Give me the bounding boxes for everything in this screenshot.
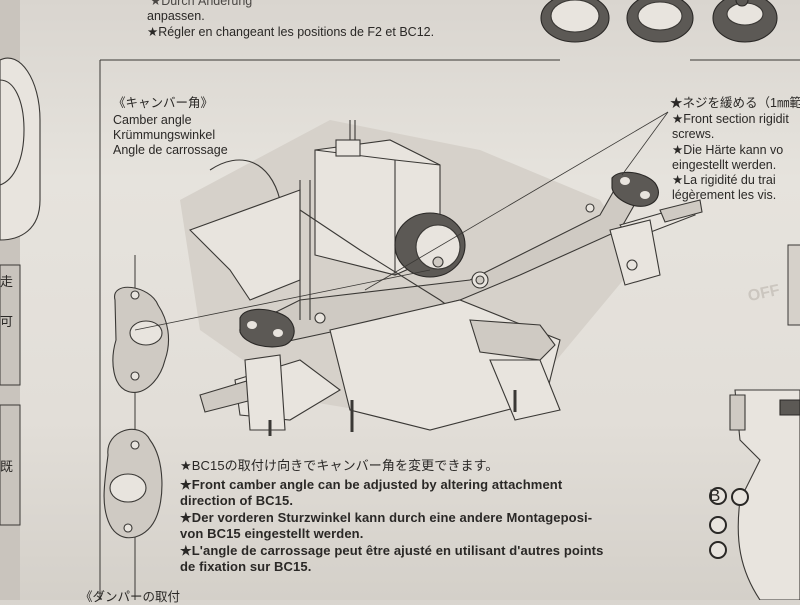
- bracket-part-bc: [709, 389, 800, 600]
- left-edge-jp-1: 走: [0, 274, 14, 289]
- caption-fr-2: de fixation sur BC15.: [180, 559, 312, 574]
- caption-de-1: ★Der vorderen Sturzwinkel kann durch ein…: [180, 510, 593, 525]
- caption-en-1: ★Front camber angle can be adjusted by a…: [180, 477, 563, 492]
- screws-note-en-2: screws.: [672, 127, 715, 141]
- camber-plate-bottom: [103, 428, 163, 539]
- screws-note-fr-1: ★La rigidité du trai: [672, 173, 776, 187]
- tire-partial-left: [0, 57, 41, 241]
- camber-de-title: Krümmungswinkel: [113, 128, 216, 142]
- part-letter-b: B: [709, 486, 721, 505]
- left-edge-jp-2: 可: [0, 314, 14, 329]
- front-suspension-assembly: [134, 111, 703, 436]
- screws-note-de-2: eingestellt werden.: [672, 158, 777, 172]
- screws-note-de-1: ★Die Härte kann vo: [672, 143, 784, 157]
- camber-fr-title: Angle de carrossage: [113, 143, 228, 157]
- top-line-3: ★Régler en changeant les positions de F2…: [147, 25, 435, 39]
- screws-note-jp: ★ネジを緩める（1㎜範: [670, 96, 800, 110]
- caption-jp: ★BC15の取付け向きでキャンバー角を変更できます。: [180, 458, 499, 473]
- screws-note-fr-2: légèrement les vis.: [672, 188, 777, 202]
- top-line-1: ★Durch Änderung: [150, 0, 253, 8]
- caption-en-2: direction of BC15.: [180, 493, 294, 508]
- camber-plate-top: [112, 286, 170, 393]
- caption-fr-1: ★L'angle de carrossage peut être ajusté …: [180, 543, 604, 558]
- spacer-ring-2: [626, 0, 694, 43]
- camber-en-title: Camber angle: [113, 113, 192, 127]
- spacer-ring-1: [540, 0, 610, 43]
- caption-de-2: von BC15 eingestellt werden.: [180, 526, 364, 541]
- box-left-2: [0, 404, 21, 526]
- left-edge-jp-3: 既: [0, 459, 14, 474]
- bottom-heading-fragment: 《ダンパーの取付: [80, 590, 181, 604]
- box-left: [0, 264, 21, 386]
- screws-note-en-1: ★Front section rigidit: [672, 112, 789, 126]
- spacer-ring-3: [712, 0, 778, 43]
- top-line-2: anpassen.: [147, 9, 205, 23]
- camber-jp-title: 《キャンバー角》: [113, 96, 214, 110]
